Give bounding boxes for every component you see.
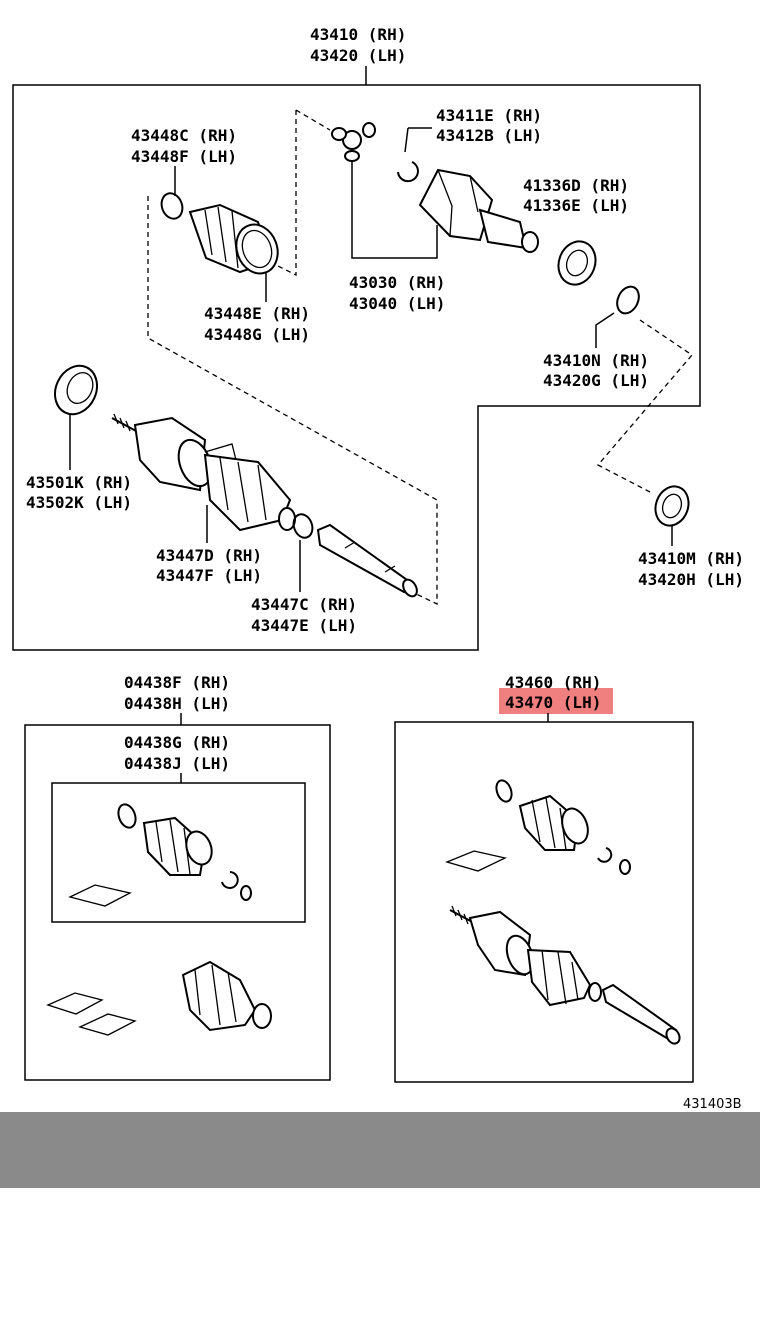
label-inner-joint-snap-lh: 43412B (LH) xyxy=(436,126,542,145)
label-oil-seal-rh: 43410M (RH) xyxy=(638,549,744,568)
label-boot-kit-inner-lh: 04438J (LH) xyxy=(124,754,230,773)
snap-ring-icon xyxy=(616,285,640,315)
boot-kit-inner-frame xyxy=(51,782,306,923)
label-outer-boot-rh: 43447D (RH) xyxy=(156,546,262,565)
leader-inner-joint-snap-2 xyxy=(404,127,409,153)
label-boot-clamp-large-lh: 43448G (LH) xyxy=(204,325,310,344)
main-assembly-frame xyxy=(12,84,701,651)
label-shaft-assy-lh: 43470 (LH) xyxy=(505,693,601,712)
leader-tulip xyxy=(351,160,438,259)
outer-joint-boot-icon xyxy=(111,413,418,598)
boot-kit-inner-parts-icon xyxy=(68,803,252,907)
label-inner-joint-rh: 41336D (RH) xyxy=(523,176,629,195)
label-boot-clamp-small-rh: 43448C (RH) xyxy=(131,126,237,145)
shaft-assy-frame xyxy=(394,721,694,1083)
tripod-joint-icon xyxy=(331,122,376,162)
label-outer-boot-lh: 43447F (LH) xyxy=(156,566,262,585)
seal-dashed-outline xyxy=(596,319,693,493)
boot-dashed-outline xyxy=(269,109,331,277)
boot-kit-frame xyxy=(24,724,331,1081)
inner-snap-ring-icon xyxy=(397,161,419,183)
label-assy-lh: 43420 (LH) xyxy=(310,46,406,65)
label-boot-kit-inner-rh: 04438G (RH) xyxy=(124,733,230,752)
footer-part-number: TOYOTA - 4346080033 xyxy=(148,1210,453,1241)
boot-kit-outer-parts-icon xyxy=(46,960,272,1036)
label-inner-joint-snap-rh: 43411E (RH) xyxy=(436,106,542,125)
label-boot-kit-rh: 04438F (RH) xyxy=(124,673,230,692)
small-boot-clamp-icon xyxy=(160,192,184,220)
label-dust-deflector-lh: 43502K (LH) xyxy=(26,493,132,512)
label-tulip-rh: 43030 (RH) xyxy=(349,273,445,292)
footer-reference: N - 43470 xyxy=(485,1286,618,1317)
label-inner-joint-lh: 41336E (LH) xyxy=(523,196,629,215)
label-snap-ring-rh: 43410N (RH) xyxy=(543,351,649,370)
diagram-code: 431403B xyxy=(683,1097,742,1112)
label-shaft-assy-rh: 43460 (RH) xyxy=(505,673,601,692)
outer-oil-seal-icon xyxy=(654,485,690,527)
label-assy-rh: 43410 (RH) xyxy=(310,25,406,44)
inner-oil-seal-icon xyxy=(557,240,597,286)
label-snap-ring-lh: 43420G (LH) xyxy=(543,371,649,390)
label-outer-clamp-rh: 43447C (RH) xyxy=(251,595,357,614)
shaft-assy-parts-icon xyxy=(445,779,681,1045)
label-boot-clamp-small-lh: 43448F (LH) xyxy=(131,147,237,166)
label-tulip-lh: 43040 (LH) xyxy=(349,294,445,313)
leader-snap-ring xyxy=(595,312,615,348)
label-boot-kit-lh: 04438H (LH) xyxy=(124,694,230,713)
label-outer-clamp-lh: 43447E (LH) xyxy=(251,616,357,635)
label-boot-clamp-large-rh: 43448E (RH) xyxy=(204,304,310,323)
label-dust-deflector-rh: 43501K (RH) xyxy=(26,473,132,492)
inner-boot-icon xyxy=(188,203,279,275)
label-oil-seal-lh: 43420H (LH) xyxy=(638,570,744,589)
inner-joint-housing-icon xyxy=(418,168,539,253)
dust-deflector-icon xyxy=(54,364,98,416)
footer-bar: TOYOTA - 4346080033 N - 43470 xyxy=(0,1112,760,1317)
parts-diagram: 43410 (RH) 43420 (LH) 43448C (RH) 43448F… xyxy=(12,25,744,1112)
inner-joint-dashed-outline xyxy=(147,196,438,606)
highlight-43470 xyxy=(499,688,613,714)
